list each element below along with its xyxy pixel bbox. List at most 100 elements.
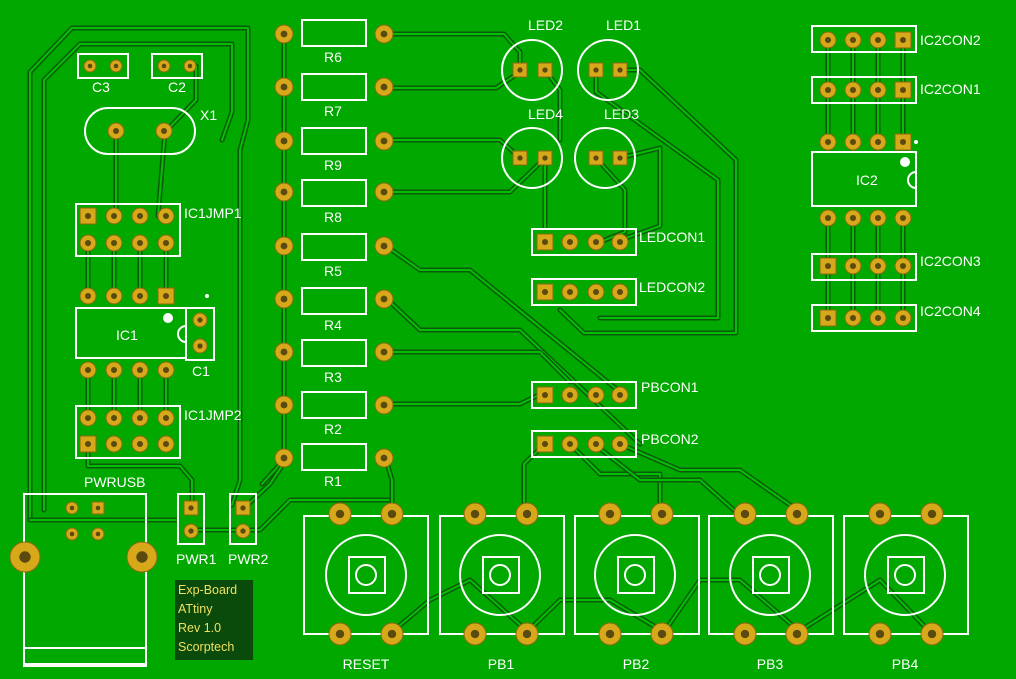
led-pad-hole bbox=[593, 155, 599, 161]
pin1-marker bbox=[163, 313, 173, 323]
ic2-pin-hole bbox=[849, 214, 857, 222]
r3-label: R3 bbox=[324, 369, 342, 385]
pb1-label: PB1 bbox=[488, 656, 515, 672]
resistor-pad-hole bbox=[380, 295, 388, 303]
led3: LED3 bbox=[574, 106, 639, 189]
resistor-pad-hole bbox=[280, 83, 288, 91]
resistor-pad-hole bbox=[280, 295, 288, 303]
resistor-pad-hole bbox=[380, 137, 388, 145]
c1-pad-hole bbox=[197, 343, 203, 349]
resistor-column: R6 R7 R9 R8 R5 R4 R3 R2 R1 bbox=[301, 19, 367, 489]
pbcon1-label: PBCON1 bbox=[641, 379, 699, 395]
button-pad-hole bbox=[657, 629, 667, 639]
trace-core-19 bbox=[385, 71, 521, 89]
ic2con2-pad-hole bbox=[899, 36, 907, 44]
ic2con4-header: IC2CON4 bbox=[811, 303, 981, 332]
ic2-pin-hole bbox=[874, 214, 882, 222]
resistor-pad-hole bbox=[280, 188, 288, 196]
button-pad-hole bbox=[470, 509, 480, 519]
ic2con4-pad-hole bbox=[874, 314, 882, 322]
x1-label: X1 bbox=[200, 107, 217, 123]
resistor-pad-hole bbox=[380, 83, 388, 91]
led3-label: LED3 bbox=[604, 106, 639, 122]
ic2con1-pad-hole bbox=[899, 86, 907, 94]
pb3-label: PB3 bbox=[757, 656, 784, 672]
usb-pad-hole bbox=[95, 505, 101, 511]
ic1jmp2-pad-hole bbox=[162, 414, 170, 422]
button-pad-hole bbox=[387, 509, 397, 519]
ic2-label: IC2 bbox=[856, 172, 878, 188]
led1: LED1 bbox=[577, 17, 641, 101]
pb4-label: PB4 bbox=[892, 656, 919, 672]
led2-label: LED2 bbox=[528, 17, 563, 33]
pb2-button: PB2 bbox=[574, 515, 700, 672]
pbcon2-pad-hole bbox=[566, 440, 574, 448]
ic1jmp1-pad-hole bbox=[136, 212, 144, 220]
stamp-line-3: Rev 1.0 bbox=[178, 621, 221, 635]
button-pad-hole bbox=[875, 629, 885, 639]
ic2con1-pad-hole bbox=[874, 86, 882, 94]
ic1jmp1-pad-hole bbox=[110, 239, 118, 247]
led-pad-hole bbox=[517, 67, 523, 73]
resistor-pad-hole bbox=[380, 30, 388, 38]
ic1jmp1-pad-hole bbox=[110, 212, 118, 220]
resistor-pad-hole bbox=[280, 401, 288, 409]
ic1-pin-hole bbox=[84, 292, 92, 300]
ic1-pin-hole bbox=[162, 292, 170, 300]
r7-label: R7 bbox=[324, 103, 342, 119]
ic1jmp2-pad-hole bbox=[110, 414, 118, 422]
ic1-pin-hole bbox=[110, 366, 118, 374]
resistor-pad-hole bbox=[280, 137, 288, 145]
led-pad-hole bbox=[542, 155, 548, 161]
solder-pads bbox=[9, 24, 944, 646]
x1-crystal: X1 bbox=[84, 107, 217, 155]
button-pad-hole bbox=[522, 629, 532, 639]
led4: LED4 bbox=[501, 106, 563, 189]
trace-core-40 bbox=[526, 599, 665, 633]
button-pad-hole bbox=[740, 509, 750, 519]
ic2-pin-hole bbox=[824, 214, 832, 222]
trace-core-37 bbox=[391, 579, 529, 633]
ic2con4-label: IC2CON4 bbox=[920, 303, 981, 319]
c2-label: C2 bbox=[168, 79, 186, 95]
usb-shield-pad-hole bbox=[136, 551, 148, 563]
ic2con2-pad-hole bbox=[874, 36, 882, 44]
r1-label: R1 bbox=[324, 473, 342, 489]
ic1jmp1-pad-hole bbox=[84, 212, 92, 220]
pin1-marker bbox=[205, 294, 209, 298]
r2-label: R2 bbox=[324, 421, 342, 437]
ic2con1-pad-hole bbox=[849, 86, 857, 94]
button-pad-hole bbox=[387, 629, 397, 639]
button-pad-hole bbox=[657, 509, 667, 519]
trace-core-24 bbox=[595, 69, 719, 319]
usb-pad-hole bbox=[69, 531, 75, 537]
button-pad-hole bbox=[927, 629, 937, 639]
ic2-pin-hole bbox=[899, 214, 907, 222]
r6-label: R6 bbox=[324, 49, 342, 65]
resistor-pad-hole bbox=[280, 30, 288, 38]
ic2con2-pad-hole bbox=[824, 36, 832, 44]
ic1-pin-hole bbox=[110, 292, 118, 300]
ic1jmp1-pad-hole bbox=[162, 239, 170, 247]
led4-label: LED4 bbox=[528, 106, 563, 122]
ic2con2-header: IC2CON2 bbox=[811, 25, 981, 53]
ledcon1-pad-hole bbox=[541, 238, 549, 246]
pwr2-jumper: PWR2 bbox=[228, 493, 269, 567]
pbcon2-pad-hole bbox=[592, 440, 600, 448]
ledcon2-label: LEDCON2 bbox=[639, 279, 705, 295]
resistor-pad-hole bbox=[280, 348, 288, 356]
usb-pad-hole bbox=[69, 505, 75, 511]
c1-label: C1 bbox=[192, 363, 210, 379]
pin1-marker bbox=[914, 140, 918, 144]
c2-pad-hole bbox=[161, 63, 167, 69]
x1-pad-hole bbox=[112, 127, 120, 135]
pwr2-pad-hole bbox=[240, 505, 246, 511]
button-pad-hole bbox=[875, 509, 885, 519]
led1-label: LED1 bbox=[606, 17, 641, 33]
pwr1-pad-hole bbox=[188, 505, 194, 511]
resistor-pad-hole bbox=[280, 454, 288, 462]
pb2-label: PB2 bbox=[623, 656, 650, 672]
ic2con3-pad-hole bbox=[874, 262, 882, 270]
